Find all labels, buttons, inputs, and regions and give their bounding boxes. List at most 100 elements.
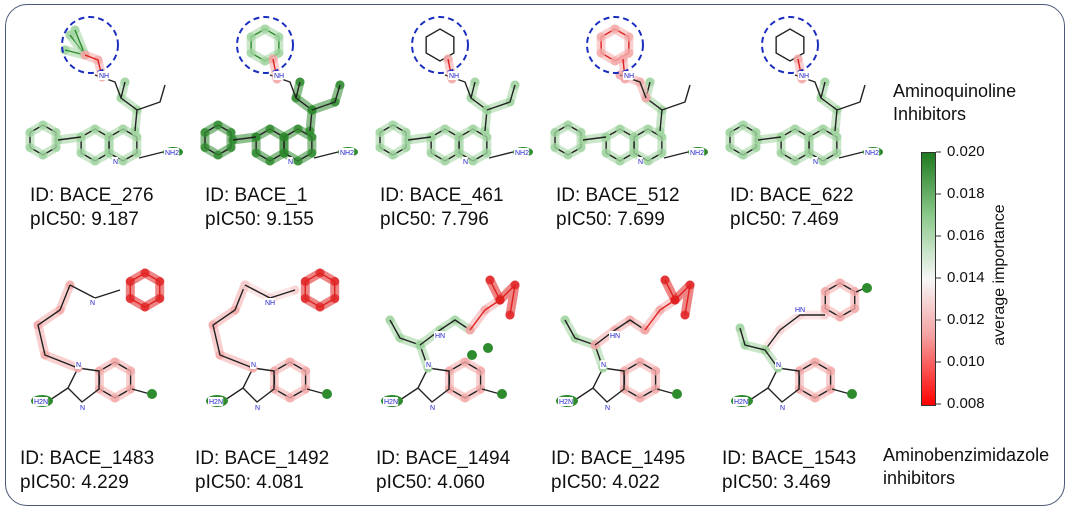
atom-label-backing [514, 148, 530, 157]
atom-label: N [605, 405, 610, 412]
molecule-label: ID: BACE_1543 pIC50: 3.469 [722, 447, 856, 495]
bond [224, 387, 244, 401]
atom-highlight [226, 143, 236, 152]
ring-bond [242, 367, 275, 403]
atom-highlight [274, 48, 284, 58]
atom-highlight [226, 128, 236, 137]
bond [664, 279, 676, 301]
atom-highlight [440, 156, 450, 166]
bond [486, 84, 516, 111]
group-label-bottom: Aminobenzimidazole inhibitors [883, 445, 1050, 488]
atom-label-backing [339, 148, 355, 157]
atom-highlight [246, 48, 256, 58]
highlight-circle [61, 16, 119, 74]
atom-label: N [251, 362, 256, 369]
atom-label: N [288, 159, 293, 166]
atom-highlight [125, 277, 135, 286]
atom-highlight [820, 278, 860, 322]
atom-highlight [624, 48, 634, 58]
atom-highlight [482, 148, 492, 158]
atom-highlight [140, 268, 150, 278]
bond [470, 81, 488, 132]
atom-label-backing [775, 360, 782, 369]
atom-label-backing [254, 403, 261, 412]
atom-label-backing [429, 403, 436, 412]
atom-highlight [444, 357, 486, 403]
molecule-id: ID: BACE_1494 [376, 448, 511, 469]
atom-label: H2N [384, 399, 398, 406]
atom-highlight [835, 312, 845, 322]
highlight-circle [761, 16, 819, 74]
atom-highlight [110, 357, 120, 367]
molecule-pic50: pIC50: 4.081 [195, 472, 304, 493]
atom-label: HN [795, 307, 805, 314]
molecule-pic50: pIC50: 9.155 [205, 209, 314, 230]
atom-highlight [307, 148, 317, 158]
bond [131, 388, 151, 395]
bond [49, 387, 69, 401]
molecule-pic50: pIC50: 3.469 [722, 472, 831, 493]
atom-highlight [155, 277, 165, 286]
atom-label-backing [89, 298, 96, 307]
bond [582, 136, 607, 141]
atom-highlight [850, 287, 860, 296]
atom-label: NH [624, 73, 634, 80]
molecule-id: ID: BACE_1543 [722, 448, 857, 469]
atom-highlight [826, 366, 836, 376]
atom-label-backing [250, 360, 257, 369]
molecule-pic50: pIC50: 7.699 [556, 209, 665, 230]
bond [661, 84, 691, 111]
figure-frame [5, 4, 1065, 506]
atom-highlight [468, 124, 478, 134]
atom-highlight [300, 268, 340, 312]
molecule-label: ID: BACE_1492 pIC50: 4.081 [195, 447, 329, 495]
atom-highlight [725, 143, 735, 152]
atom-label-backing [264, 298, 275, 307]
bond [399, 387, 419, 401]
bond [313, 151, 339, 159]
atom-highlight [596, 48, 606, 58]
atom-label-backing [609, 331, 620, 340]
atom-highlight [629, 132, 639, 142]
atom-highlight [610, 56, 620, 66]
atom-highlight [300, 294, 310, 303]
atom-highlight [300, 277, 310, 286]
atom-highlight [615, 156, 625, 166]
atom-highlight [38, 150, 48, 160]
atom-highlight [804, 132, 814, 142]
bond [574, 387, 594, 401]
atom-highlight [550, 143, 560, 152]
atom-label: N [90, 300, 95, 307]
atom-label-backing [604, 403, 611, 412]
highlight-circle [586, 16, 644, 74]
atom-highlight [476, 384, 486, 394]
atom-highlight [401, 128, 411, 137]
atom-highlight [738, 120, 748, 130]
atom-highlight [104, 132, 114, 142]
bond [489, 279, 501, 301]
atom-highlight [322, 389, 332, 399]
molecule-id: ID: BACE_1492 [195, 448, 330, 469]
atom-highlight [790, 156, 800, 166]
bond [419, 319, 471, 346]
bond [69, 284, 121, 299]
atom-highlight [315, 302, 325, 312]
atom-label-backing [600, 360, 607, 369]
colorbar-tick: 0.008 [947, 395, 985, 412]
bond [594, 319, 646, 346]
atom-highlight [576, 143, 586, 152]
atom-label: NH [99, 73, 109, 80]
atom-label-backing [383, 397, 399, 406]
atom-highlight [301, 384, 311, 394]
bond [836, 84, 866, 111]
atom-highlight [51, 143, 61, 152]
atom-label: H2N [734, 399, 748, 406]
colorbar-tick: 0.010 [947, 353, 985, 370]
ring-bond [425, 28, 455, 62]
atom-highlight [460, 357, 470, 367]
atom-highlight [246, 32, 256, 42]
atom-highlight [820, 304, 830, 313]
atom-highlight [260, 24, 270, 34]
